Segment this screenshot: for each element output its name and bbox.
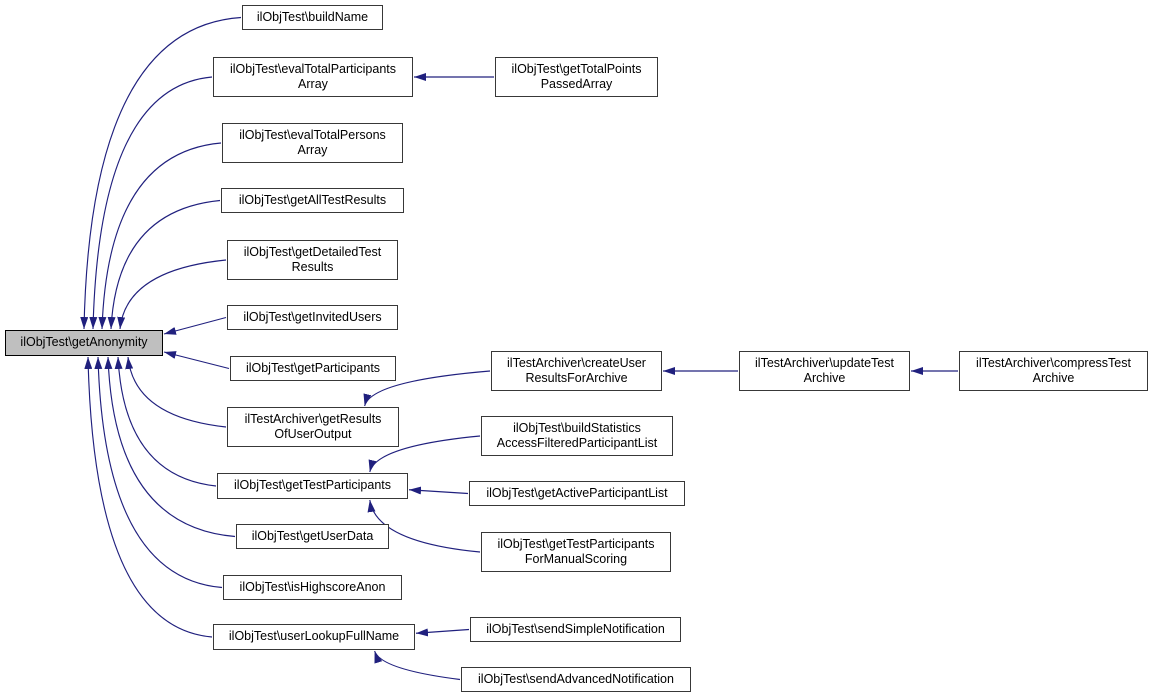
graph-node-getTotalPointsPassedArray[interactable]: ilObjTest\getTotalPoints PassedArray: [495, 57, 658, 97]
graph-node-sendSimpleNotification[interactable]: ilObjTest\sendSimpleNotification: [470, 617, 681, 642]
graph-node-userLookupFullName[interactable]: ilObjTest\userLookupFullName: [213, 624, 415, 650]
edge-getParticipants-to-getAnonymity: [163, 351, 230, 370]
graph-node-getTestParticipantsForManualScoring[interactable]: ilObjTest\getTestParticipants ForManualS…: [481, 532, 671, 572]
edge-createUserResultsForArchive-to-getResultsOfUserOutput: [363, 370, 491, 407]
edge-getDetailedTestResults-to-getAnonymity: [117, 259, 227, 330]
edge-getTestParticipants-to-getAnonymity: [114, 356, 217, 487]
edge-getUserData-to-getAnonymity: [104, 356, 236, 538]
edge-getResultsOfUserOutput-to-getAnonymity: [125, 356, 227, 428]
graph-node-evalTotalParticipantsArray[interactable]: ilObjTest\evalTotalParticipants Array: [213, 57, 413, 97]
graph-node-evalTotalPersonsArray[interactable]: ilObjTest\evalTotalPersons Array: [222, 123, 403, 163]
graph-node-getAnonymity: ilObjTest\getAnonymity: [5, 330, 163, 356]
graph-node-getDetailedTestResults[interactable]: ilObjTest\getDetailedTest Results: [227, 240, 398, 280]
graph-node-buildName[interactable]: ilObjTest\buildName: [242, 5, 383, 30]
edge-sendSimpleNotification-to-userLookupFullName: [415, 628, 470, 637]
graph-node-isHighscoreAnon[interactable]: ilObjTest\isHighscoreAnon: [223, 575, 402, 600]
edge-buildName-to-getAnonymity: [80, 16, 242, 330]
graph-node-buildStatisticsAccessFilteredParticipantList[interactable]: ilObjTest\buildStatistics AccessFiltered…: [481, 416, 673, 456]
edge-getAllTestResults-to-getAnonymity: [107, 199, 221, 330]
graph-node-updateTestArchive[interactable]: ilTestArchiver\updateTest Archive: [739, 351, 910, 391]
graph-node-getActiveParticipantList[interactable]: ilObjTest\getActiveParticipantList: [469, 481, 685, 506]
edge-evalTotalParticipantsArray-to-getAnonymity: [89, 76, 213, 330]
graph-node-sendAdvancedNotification[interactable]: ilObjTest\sendAdvancedNotification: [461, 667, 691, 692]
edge-getActiveParticipantList-to-getTestParticipants: [408, 486, 469, 495]
edge-userLookupFullName-to-getAnonymity: [84, 356, 213, 638]
graph-node-getParticipants[interactable]: ilObjTest\getParticipants: [230, 356, 396, 381]
edge-getInvitedUsers-to-getAnonymity: [163, 316, 227, 335]
graph-node-compressTestArchive[interactable]: ilTestArchiver\compressTest Archive: [959, 351, 1148, 391]
edge-buildStatisticsAccessFilteredParticipantList-to-getTestParticipants: [368, 435, 481, 473]
graph-node-createUserResultsForArchive[interactable]: ilTestArchiver\createUser ResultsForArch…: [491, 351, 662, 391]
graph-node-getAllTestResults[interactable]: ilObjTest\getAllTestResults: [221, 188, 404, 213]
graph-node-getTestParticipants[interactable]: ilObjTest\getTestParticipants: [217, 473, 408, 499]
graph-node-getResultsOfUserOutput[interactable]: ilTestArchiver\getResults OfUserOutput: [227, 407, 399, 447]
edge-evalTotalPersonsArray-to-getAnonymity: [98, 142, 222, 330]
graph-node-getUserData[interactable]: ilObjTest\getUserData: [236, 524, 389, 549]
graph-node-getInvitedUsers[interactable]: ilObjTest\getInvitedUsers: [227, 305, 398, 330]
edge-getTestParticipantsForManualScoring-to-getTestParticipants: [367, 499, 481, 553]
edge-sendAdvancedNotification-to-userLookupFullName: [374, 650, 461, 681]
edge-isHighscoreAnon-to-getAnonymity: [94, 356, 223, 589]
